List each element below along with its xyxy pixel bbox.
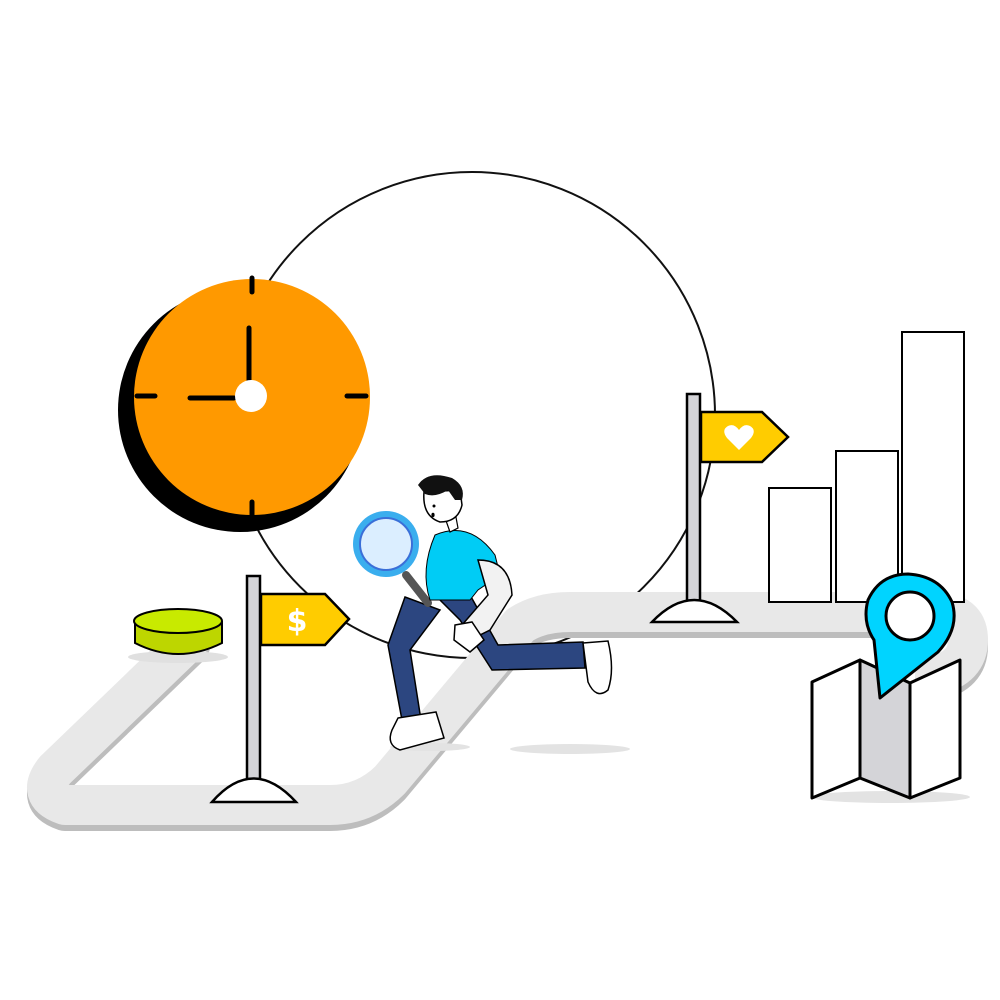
shoe [582, 640, 613, 695]
location-pin-icon [864, 572, 956, 700]
clock-icon [118, 275, 370, 532]
heart-icon [724, 425, 754, 450]
flag-dollar: $ [209, 574, 351, 804]
hand [453, 621, 485, 653]
folded-map-icon [810, 658, 962, 800]
shoe [389, 711, 445, 751]
bar-1 [768, 487, 832, 603]
hair [418, 475, 463, 500]
flag-heart [649, 392, 790, 624]
bar-chart-icon [768, 331, 965, 603]
magnifying-glass-icon [353, 511, 432, 607]
running-character [353, 475, 613, 751]
clock-center [235, 380, 267, 412]
journey-path [27, 592, 988, 831]
bar-3 [901, 331, 965, 603]
dollar-icon: $ [287, 604, 308, 639]
coin-icon [128, 608, 228, 663]
shadow [510, 744, 630, 754]
shadow [810, 791, 970, 803]
